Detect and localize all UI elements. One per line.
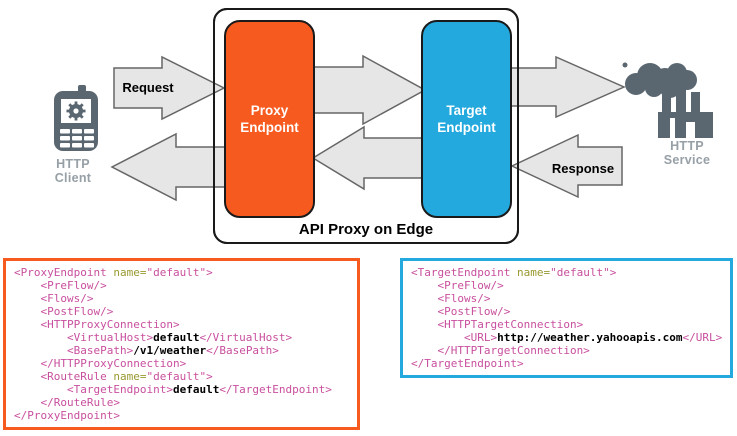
smoke-puff [622, 62, 628, 68]
code-line: <PostFlow/> [411, 305, 511, 318]
code-line: <PreFlow/> [411, 279, 504, 292]
code-line: <PreFlow/> [14, 279, 107, 292]
proxy-endpoint-label: Proxy Endpoint [240, 103, 299, 135]
code-line: </RouteRule> [14, 396, 120, 409]
code-line: </ProxyEndpoint> [14, 409, 120, 422]
keypad [60, 129, 94, 148]
target-to-proxy-arrow [311, 125, 426, 191]
code-line: </TargetEndpoint> [411, 357, 524, 370]
code-line: <RouteRule name="default"> [14, 370, 213, 383]
target-endpoint-label: Target Endpoint [437, 103, 496, 135]
code-line: <TargetEndpoint name="default"> [411, 266, 617, 279]
client-return-arrow [110, 132, 227, 202]
http-service-icon [622, 62, 713, 138]
proxy-to-target-arrow [312, 54, 427, 126]
code-line: <ProxyEndpoint name="default"> [14, 266, 213, 279]
http-client-icon [54, 85, 98, 151]
http-service-label: HTTP Service [663, 139, 711, 167]
factory-building [658, 85, 713, 138]
code-line: </HTTPTargetConnection> [411, 344, 590, 357]
code-line: <PostFlow/> [14, 305, 114, 318]
code-line: <BasePath>/v1/weather</BasePath> [14, 344, 279, 357]
code-line: </HTTPProxyConnection> [14, 357, 187, 370]
flow-arrows [110, 54, 626, 202]
diagram-title: API Proxy on Edge [298, 221, 434, 238]
http-client-label: HTTP Client [54, 157, 92, 185]
target-to-service-arrow [509, 55, 626, 119]
code-line: <Flows/> [14, 292, 94, 305]
code-line: <HTTPProxyConnection> [14, 318, 180, 331]
smoke-cloud [625, 63, 697, 98]
proxy-endpoint-box: Proxy Endpoint [224, 20, 315, 218]
proxy-endpoint-code: <ProxyEndpoint name="default"> <PreFlow/… [3, 258, 360, 430]
code-line: <HTTPTargetConnection> [411, 318, 584, 331]
code-line: <URL>http://weather.yahooapis.com</URL> [411, 331, 723, 344]
response-label: Response [551, 161, 615, 176]
target-endpoint-code: <TargetEndpoint name="default"> <PreFlow… [400, 258, 733, 378]
code-line: <Flows/> [411, 292, 491, 305]
code-line: <VirtualHost>default</VirtualHost> [14, 331, 293, 344]
code-line: <TargetEndpoint>default</TargetEndpoint> [14, 383, 332, 396]
response-arrow [510, 133, 623, 199]
request-label: Request [122, 80, 174, 95]
request-arrow [113, 55, 226, 121]
target-endpoint-box: Target Endpoint [421, 20, 512, 218]
